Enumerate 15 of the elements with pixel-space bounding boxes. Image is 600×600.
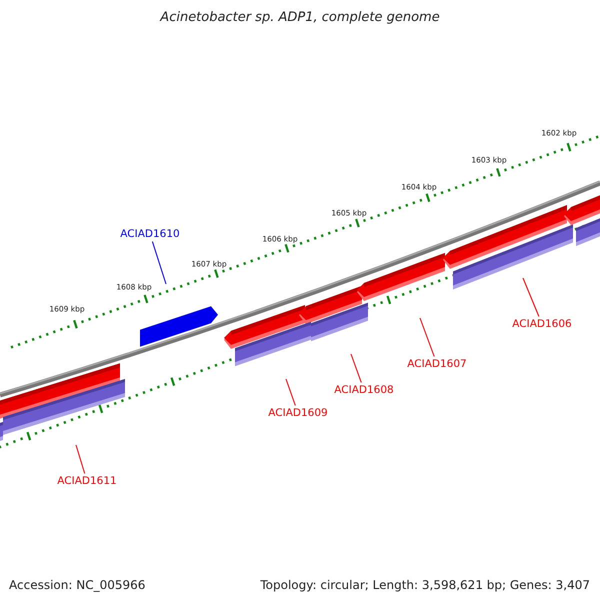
gene-label: ACIAD1610 [120,228,180,240]
accession-number: Accession: NC_005966 [9,578,146,592]
leader-line [152,241,166,284]
leader-line [420,318,435,357]
gene-label: ACIAD1606 [512,318,572,330]
leader-line [286,378,296,406]
chart-title: Acinetobacter sp. ADP1, complete genome [158,10,441,25]
leader-line [76,444,86,474]
leader-line [522,278,540,317]
genome-summary: Topology: circular; Length: 3,598,621 bp; Genes: 3,407 [260,578,590,592]
gene-label: ACIAD1611 [57,476,117,486]
gene-label: ACIAD1608 [334,384,394,396]
gene-label: ACIAD1607 [407,358,467,370]
gene-label: ACIAD1609 [268,408,328,418]
leader-line [350,354,362,383]
